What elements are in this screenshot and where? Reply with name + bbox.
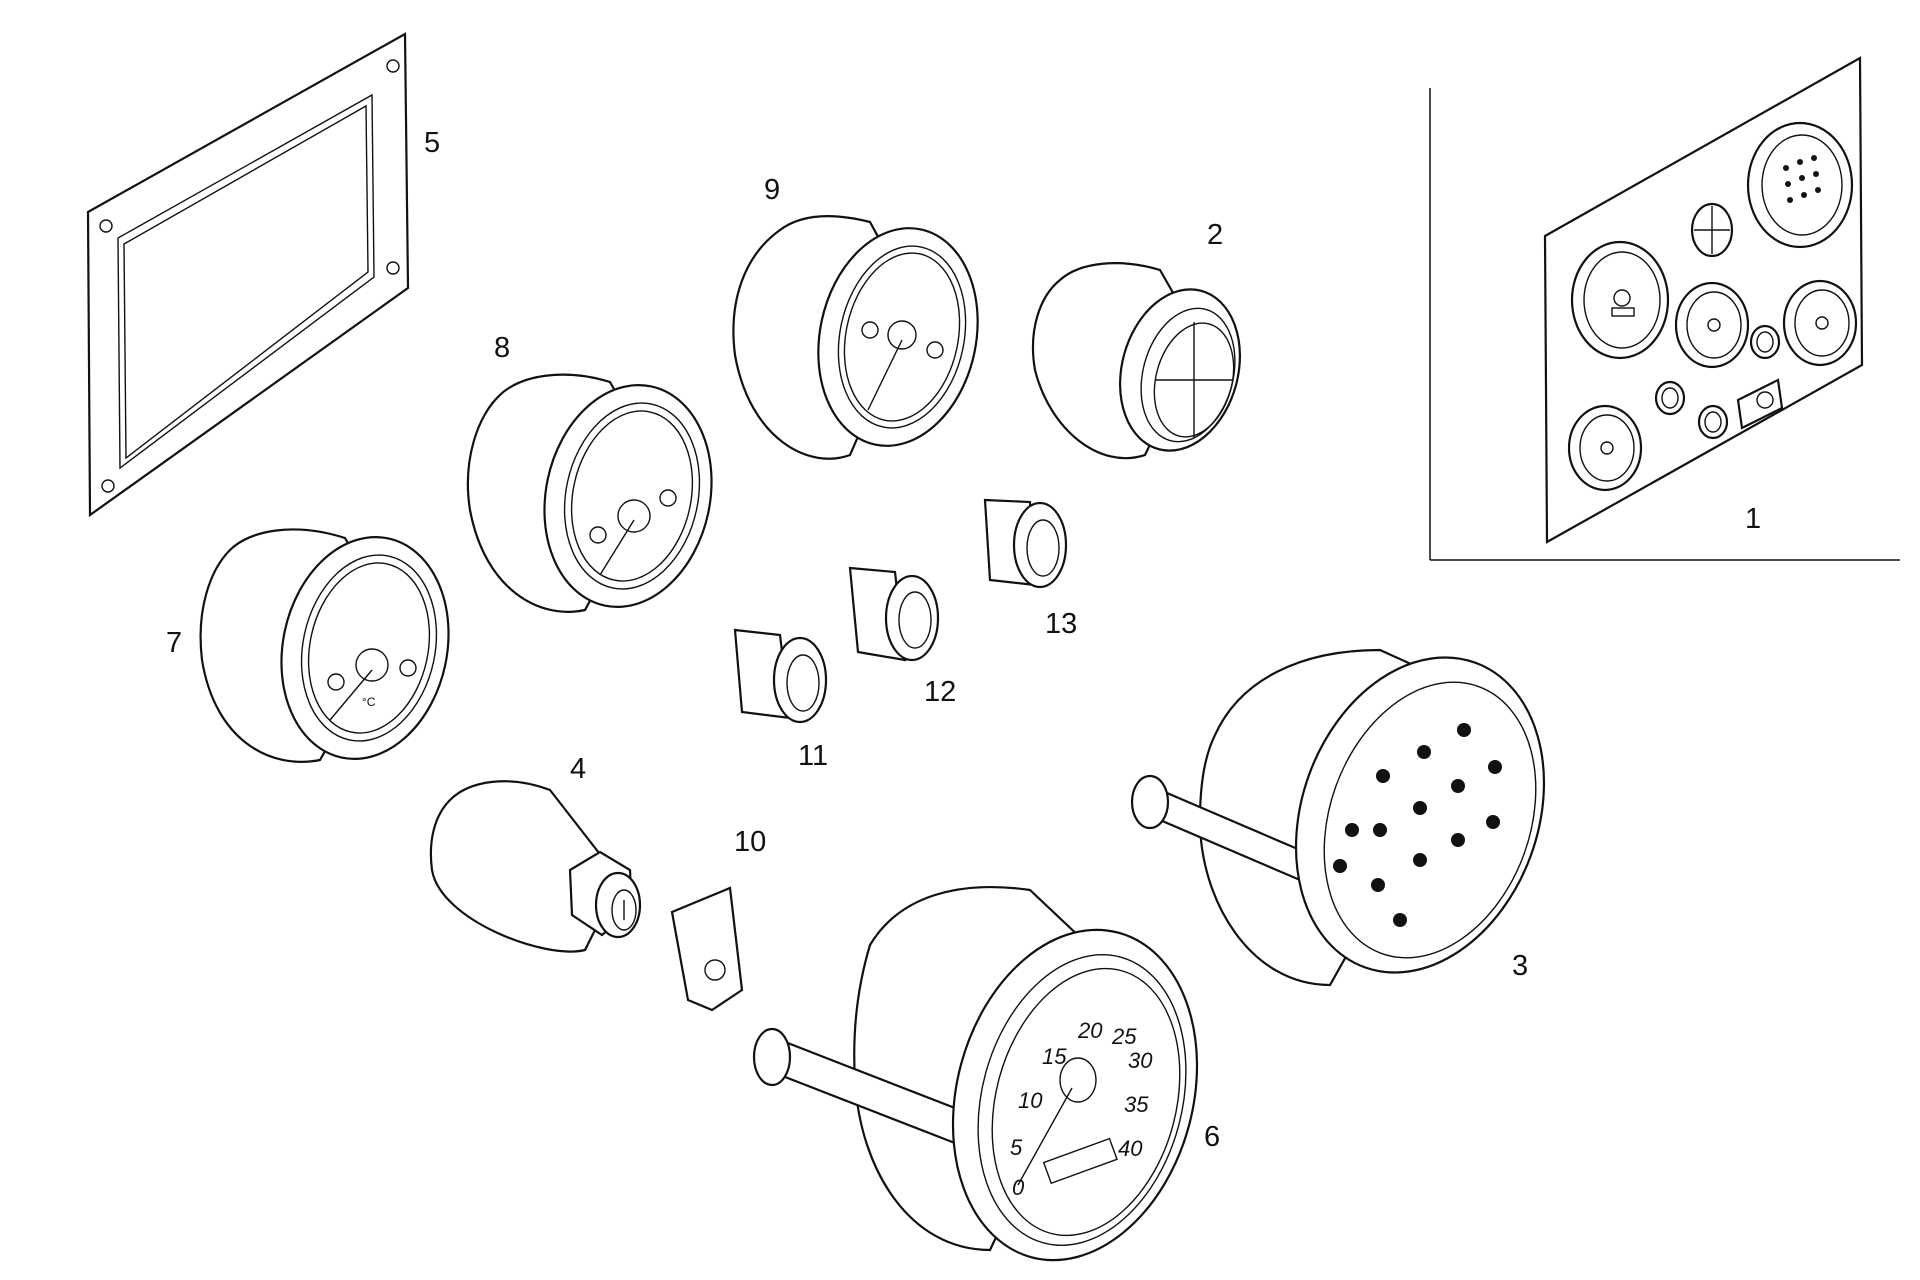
callout-12: 12 [924, 676, 956, 708]
panel-buzzer [1690, 202, 1734, 258]
indicator-lamp-part-12 [848, 566, 940, 662]
callout-10: 10 [734, 826, 766, 858]
speed-tick-20: 20 [1077, 1018, 1103, 1043]
panel-gauge-small-1 [1674, 281, 1750, 369]
speed-tick-35: 35 [1124, 1092, 1149, 1117]
panel-warning-module [1746, 121, 1854, 249]
buzzer-part-2 [1031, 262, 1242, 460]
callout-4: 4 [570, 753, 586, 785]
indicator-lamp-part-13 [983, 498, 1068, 589]
inset-frame [1429, 88, 1900, 561]
callout-6: 6 [1204, 1121, 1220, 1153]
unit-label-7: °C [362, 695, 376, 709]
indicator-lamp-part-11 [733, 628, 828, 724]
speed-tick-40: 40 [1118, 1136, 1143, 1161]
temperature-gauge-part-7: °C [199, 528, 450, 763]
speed-tick-10: 10 [1018, 1088, 1043, 1113]
instrument-panel-part-1 [1543, 56, 1864, 544]
key-part-10 [670, 886, 744, 1012]
temperature-gauge-part-8 [466, 373, 713, 613]
warning-module-part-3 [1130, 648, 1546, 987]
callout-2: 2 [1207, 219, 1223, 251]
callouts: 1 2 3 4 5 6 7 8 9 10 11 12 13 [166, 127, 1761, 1153]
callout-9: 9 [764, 174, 780, 206]
callout-11: 11 [798, 740, 828, 772]
panel-gauge-small-3 [1567, 404, 1643, 492]
speed-tick-30: 30 [1128, 1048, 1153, 1073]
key-switch-part-4 [429, 780, 642, 953]
temperature-gauge-part-9 [732, 215, 979, 460]
panel-gauge-large [1570, 240, 1670, 360]
gasket-frame-part-5 [86, 32, 410, 518]
panel-key-switch [1736, 378, 1784, 430]
panel-gauge-small-2 [1782, 279, 1858, 367]
speed-tick-25: 25 [1111, 1024, 1137, 1049]
speed-tick-0: 0 [1012, 1175, 1025, 1200]
speed-tick-15: 15 [1042, 1044, 1067, 1069]
speed-tick-5: 5 [1010, 1135, 1023, 1160]
callout-13: 13 [1045, 608, 1077, 640]
callout-7: 7 [166, 627, 182, 659]
speedometer-part-6: 0 5 10 15 20 25 30 35 40 [752, 886, 1199, 1262]
callout-8: 8 [494, 332, 510, 364]
callout-5: 5 [424, 127, 440, 159]
callout-1: 1 [1745, 503, 1761, 535]
callout-3: 3 [1512, 950, 1528, 982]
